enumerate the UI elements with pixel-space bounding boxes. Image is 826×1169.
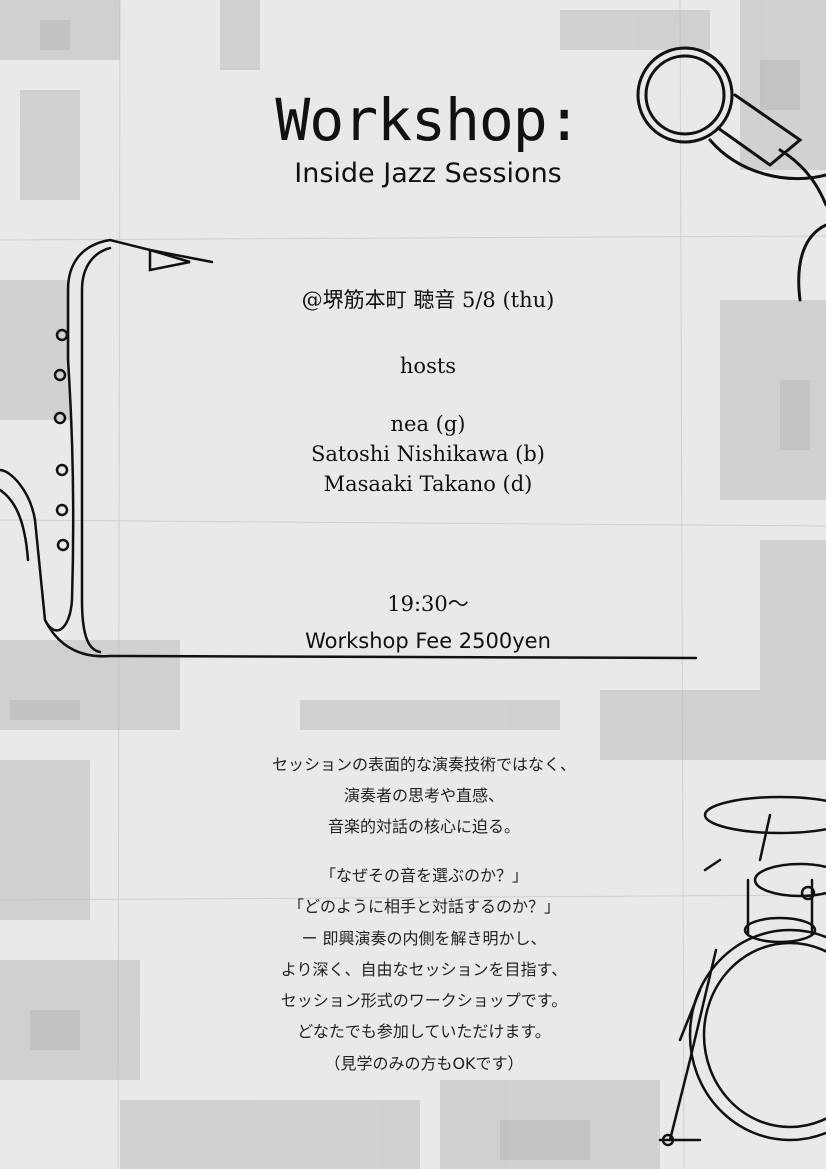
description-line: セッションの表面的な演奏技術ではなく、 — [271, 755, 576, 774]
description-line: 音楽的対話の核心に迫る。 — [327, 817, 520, 836]
saxophone-icon — [0, 238, 698, 660]
host-item: nea (g) — [390, 412, 466, 436]
description-line: 「どのように相手と対話するのか？」 — [287, 897, 560, 916]
microphone-icon — [636, 46, 826, 302]
host-item: Satoshi Nishikawa (b) — [310, 442, 546, 466]
description-line: （見学のみの方もOKです） — [324, 1054, 524, 1073]
poster-title: Workshop: — [275, 86, 581, 154]
description-line: より深く、自由なセッションを目指す、 — [280, 960, 568, 979]
description-line: どなたでも参加していただけます。 — [297, 1022, 551, 1041]
venue-date: @堺筋本町 聴音 5/8 (thu) — [301, 288, 555, 312]
start-time: 19:30〜 — [387, 592, 469, 616]
workshop-fee: Workshop Fee 2500yen — [305, 629, 551, 653]
hosts-label: hosts — [399, 354, 457, 378]
description-line: 「なぜその音を選ぶのか？」 — [319, 866, 528, 885]
poster-subtitle: Inside Jazz Sessions — [294, 158, 562, 189]
description-line: ー 即興演奏の内側を解き明かし、 — [301, 929, 547, 948]
description-line: 演奏者の思考や直感、 — [343, 786, 504, 805]
description-line: セッション形式のワークショップです。 — [280, 991, 568, 1010]
drum-kit-icon — [658, 795, 826, 1147]
host-item: Masaaki Takano (d) — [323, 472, 533, 496]
